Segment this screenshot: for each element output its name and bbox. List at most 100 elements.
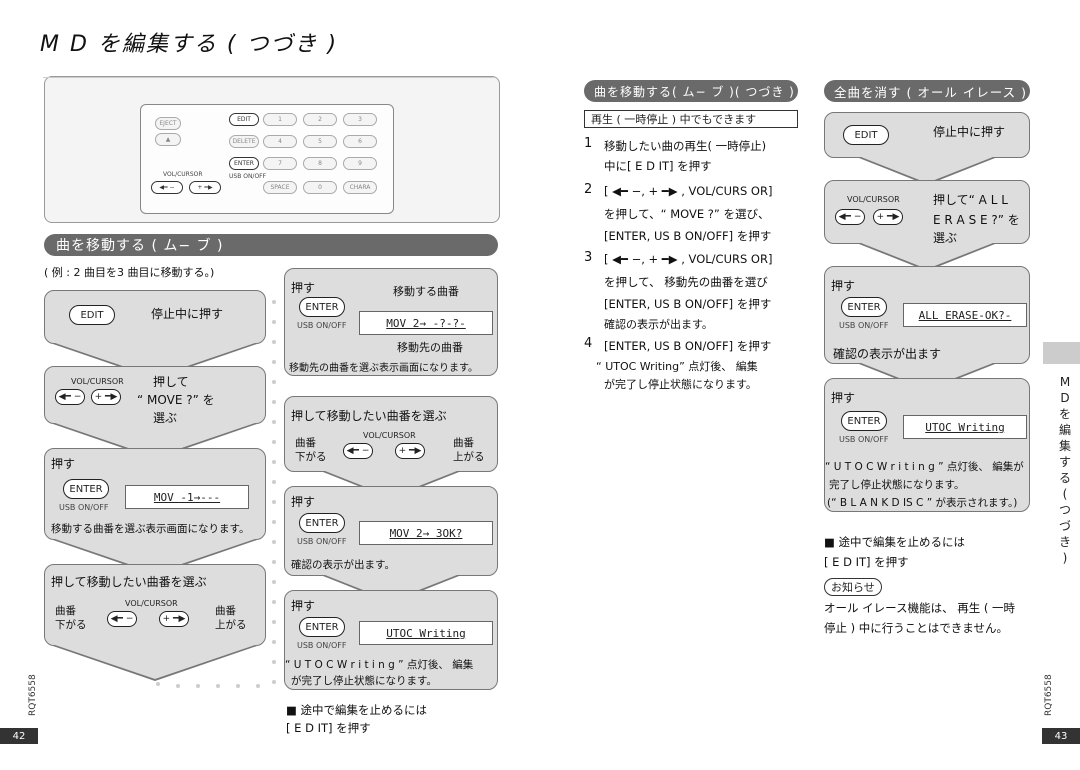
list-num: 1 [584, 136, 593, 151]
dot-connector [272, 340, 276, 344]
vol-cursor-label: VOL/CURSOR [71, 377, 124, 386]
page-title: M D を編集する ( つづき ) [40, 32, 339, 57]
plus-button: + ━▶ [873, 209, 903, 225]
enter-key: ENTER [229, 157, 259, 170]
dot-connector [272, 520, 276, 524]
vol-cursor-label: VOL/CURSOR [363, 431, 416, 440]
key-3: 3 [343, 113, 377, 126]
erase-step-select: VOL/CURSOR ◀━ − + ━▶ 押して“ A L L E R A S … [824, 180, 1030, 245]
list-line: [ ◀━ −, + ━▶ , VOL/CURS OR] [604, 184, 773, 198]
middle-step-select-number: 押して移動したい曲番を選ぶ VOL/CURSOR 曲番 下がる ◀━ − + ━… [284, 396, 498, 472]
side-tab [1043, 342, 1080, 364]
edit-button: EDIT [69, 305, 115, 325]
step-text: 押す [51, 457, 76, 471]
dot-connector [272, 420, 276, 424]
list-num: 2 [584, 182, 593, 197]
page-number-left: 42 [0, 728, 38, 744]
erase-step-edit: EDIT 停止中に押す [824, 112, 1030, 158]
step-title: 押して移動したい曲番を選ぶ [51, 575, 207, 589]
dot-connector [272, 320, 276, 324]
step-title: 押して移動したい曲番を選ぶ [291, 409, 447, 423]
step-text: 押す [831, 391, 856, 405]
stop-note: ■ 途中で編集を止めるには [824, 535, 966, 549]
caption: 確認の表示が出ます [833, 347, 942, 361]
edit-key: EDIT [229, 113, 259, 126]
key-5: 5 [303, 135, 337, 148]
step-text: 押す [291, 495, 316, 509]
erase-step-enter-1: 押す ENTER USB ON/OFF ALL ERASE-OK?- 確認の表示… [824, 266, 1030, 364]
vol-cursor-label: VOL/CURSOR [847, 195, 900, 204]
usb-label: USB ON/OFF [297, 641, 347, 650]
key-9: 9 [343, 157, 377, 170]
section-header-move: 曲を移動する ( ム− ブ ) [44, 234, 498, 256]
enter-button: ENTER [63, 479, 109, 499]
lcd-display: UTOC Writing [359, 621, 493, 645]
playback-note-box: 再生 ( 一時停止 ) 中でもできます [584, 110, 798, 128]
lcd-display: ALL ERASE-OK?- [903, 303, 1027, 327]
plus-button: + ━▶ [159, 611, 189, 627]
dot-connector [176, 684, 180, 688]
doc-code-left: RQT6558 [28, 674, 38, 716]
key-6: 6 [343, 135, 377, 148]
dot-connector [272, 640, 276, 644]
step-text: E R A S E ?” を [933, 213, 1020, 227]
list-line: 中に[ E D IT] を押す [604, 159, 712, 173]
lcd-display: MOV -1→--- [125, 485, 249, 509]
middle-step-enter-1: 押す 移動する曲番 ENTER USB ON/OFF MOV 2→ -?-?- … [284, 268, 498, 376]
step-text: 押して“ A L L [933, 193, 1008, 207]
enter-button: ENTER [841, 297, 887, 317]
enter-button: ENTER [299, 513, 345, 533]
usb-label: USB ON/OFF [297, 537, 347, 546]
doc-code-right: RQT6558 [1044, 674, 1054, 716]
dot-connector [272, 600, 276, 604]
key-7: 7 [263, 157, 297, 170]
dot-connector [272, 660, 276, 664]
key-0: 0 [303, 181, 337, 194]
dot-connector [272, 500, 276, 504]
usb-label: USB ON/OFF [839, 435, 889, 444]
list-line: [ENTER, US B ON/OFF] を押す [604, 229, 772, 243]
lcd-display: MOV 2→ -?-?- [359, 311, 493, 335]
usb-label: USB ON/OFF [59, 503, 109, 512]
left-step-edit: EDIT 停止中に押す [44, 290, 266, 344]
enter-button: ENTER [841, 411, 887, 431]
dot-connector [272, 620, 276, 624]
caption: 移動する曲番を選ぶ表示画面になります。 [51, 523, 250, 535]
dot-connector [272, 480, 276, 484]
minus-button: ◀━ − [107, 611, 137, 627]
note-label: 移動先の曲番 [397, 341, 463, 354]
plus-button: + ━▶ [395, 443, 425, 459]
note-label: 移動する曲番 [393, 285, 459, 298]
delete-key: DELETE [229, 135, 259, 148]
list-num: 4 [584, 336, 593, 351]
caption: “ U T O C W r i t i n g ” 点灯後、 編集 [285, 659, 474, 671]
stop-note: [ E D IT] を押す [286, 721, 371, 735]
page-number-right: 43 [1042, 728, 1080, 744]
step-text: 選ぶ [153, 411, 178, 425]
dot-connector [272, 380, 276, 384]
dot-connector [272, 580, 276, 584]
plus-key: + ━▶ [189, 181, 221, 194]
example-text: ( 例 : 2 曲目を3 曲目に移動する。) [44, 266, 215, 279]
down-label: 下がる [295, 451, 327, 463]
up-label: 上がる [215, 619, 247, 631]
left-step-select-number: 押して移動したい曲番を選ぶ VOL/CURSOR 曲番 下がる ◀━ − + ━… [44, 564, 266, 646]
edit-button: EDIT [843, 125, 889, 145]
dot-connector [256, 684, 260, 688]
usb-label: USB ON/OFF [839, 321, 889, 330]
usb-label: USB ON/OFF [297, 321, 347, 330]
step-text: 押す [831, 279, 856, 293]
caption: 移動先の曲番を選ぶ表示画面になります。 [289, 363, 478, 374]
step-text: 選ぶ [933, 231, 958, 245]
dot-connector [156, 682, 160, 686]
list-line: 確認の表示が出ます。 [604, 318, 713, 331]
lcd-display: MOV 2→ 3OK? [359, 521, 493, 545]
left-step-enter: 押す ENTER USB ON/OFF MOV -1→--- 移動する曲番を選ぶ… [44, 448, 266, 540]
usb-onoff-label: USB ON/OFF [229, 173, 267, 180]
minus-button: ◀━ − [55, 389, 85, 405]
eject-icon: ▲ [155, 133, 181, 146]
caption: が完了し停止状態になります。 [291, 675, 437, 687]
chara-key: CHARA [343, 181, 377, 194]
remote-panel: EJECT ▲ EDIT 1 2 3 DELETE 4 5 6 ENTER 7 … [43, 77, 495, 214]
middle-step-enter-2: 押す ENTER USB ON/OFF MOV 2→ 3OK? 確認の表示が出ま… [284, 486, 498, 576]
